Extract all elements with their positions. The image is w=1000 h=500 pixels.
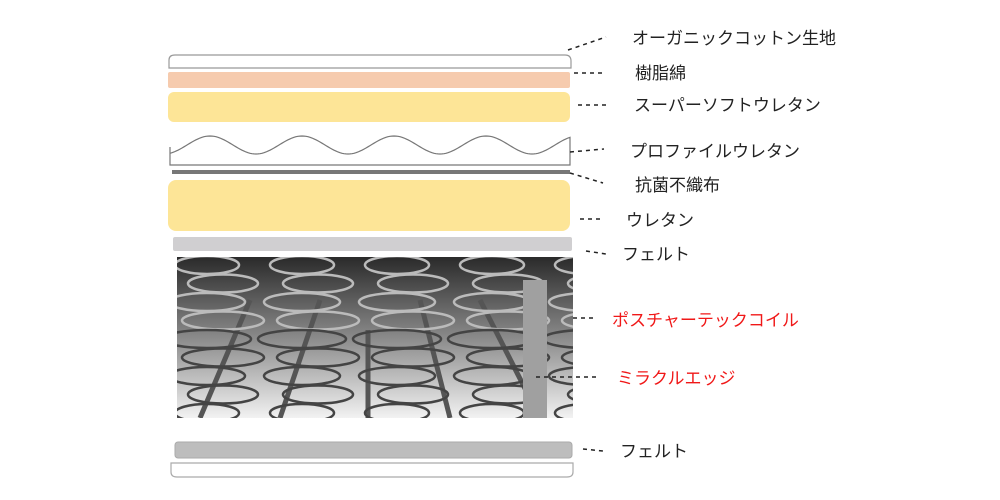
coil-spring-turn	[186, 273, 260, 294]
coil-spring-turn	[268, 402, 336, 418]
coil-spring-turn	[553, 257, 573, 275]
coil-rod	[197, 299, 253, 418]
coil-spring-turn	[566, 277, 573, 290]
coil-spring-turn	[370, 347, 456, 368]
coil-spring-turn	[177, 402, 241, 418]
coil-spring-turn	[262, 365, 342, 387]
label-resin-cotton: 樹脂綿	[635, 64, 686, 84]
label-urethane: ウレタン	[626, 211, 694, 231]
coil-spring-turn	[281, 384, 355, 405]
coil-spring-turn	[547, 292, 573, 312]
label-antibacterial-nonwoven: 抗菌不織布	[635, 176, 720, 196]
label-profile-urethane: プロファイルウレタン	[630, 142, 800, 162]
super-soft-urethane-layer	[168, 92, 570, 122]
label-felt-top: フェルト	[622, 245, 690, 265]
label-posture-tech-coil: ポスチャーテックコイル	[612, 311, 799, 331]
felt-top-layer	[173, 237, 572, 251]
coil-spring-turn	[458, 257, 526, 276]
coil-spring-turn	[177, 257, 241, 276]
coil-spring-turn	[553, 403, 573, 418]
label-organic-cotton: オーガニックコットン生地	[632, 29, 836, 49]
coil-spring-turn	[177, 365, 247, 387]
coil-spring-turn	[180, 347, 266, 368]
coil-spring-turn	[281, 273, 355, 294]
antibacterial-nonwoven-layer	[172, 170, 570, 174]
coil-spring-turn	[465, 347, 551, 368]
pocket-coil-layer	[177, 257, 573, 418]
coil-spring-turn	[268, 257, 336, 276]
cotton-fabric-layer	[168, 54, 572, 69]
coil-spring-turn	[376, 384, 450, 405]
coil-spring-turn	[566, 388, 573, 401]
coil-spring-turn	[186, 384, 260, 405]
urethane-layer	[168, 180, 570, 231]
coil-spring-turn	[357, 365, 437, 387]
label-felt-bottom: フェルト	[620, 442, 688, 462]
coil-spring-turn	[363, 402, 431, 418]
coil-spring-turn	[560, 350, 573, 365]
miracle-edge-bar	[523, 280, 547, 418]
label-super-soft-urethane: スーパーソフトウレタン	[634, 96, 821, 116]
profile-urethane-layer	[169, 135, 571, 166]
coil-spring-turn	[376, 273, 450, 294]
coil-spring-turn	[560, 313, 573, 328]
felt-bottom-layer	[174, 441, 573, 459]
bottom-fabric-layer	[170, 462, 574, 478]
coil-spring-turn	[275, 347, 361, 368]
coil-spring-turn	[363, 257, 431, 276]
coil-spring-turn	[547, 366, 573, 386]
label-miracle-edge: ミラクルエッジ	[617, 369, 736, 389]
resin-cotton-layer	[168, 72, 570, 88]
